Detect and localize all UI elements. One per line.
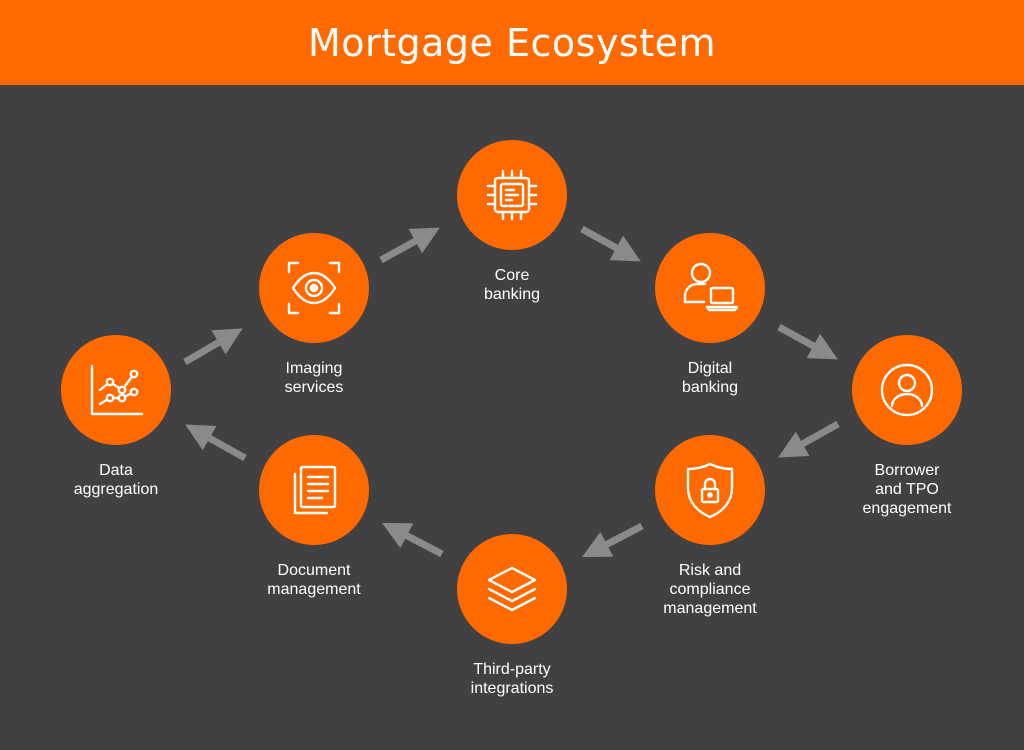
arrow-data-to-imaging xyxy=(183,328,243,366)
label-imaging-services: Imaging services xyxy=(284,360,344,396)
user-circle-icon xyxy=(880,363,934,417)
circle-third-party xyxy=(457,534,567,644)
line-chart-icon xyxy=(90,364,144,416)
label-data-aggregation: Data aggregation xyxy=(73,462,159,498)
user-laptop-icon xyxy=(683,262,739,312)
cpu-chip-icon xyxy=(486,169,538,221)
circle-risk-compliance xyxy=(655,435,765,545)
arrow-document-to-data xyxy=(185,424,247,462)
label-digital-banking: Digital banking xyxy=(681,360,739,396)
arrow-thirdparty-to-document xyxy=(382,522,444,558)
arrow-risk-to-thirdparty xyxy=(582,522,644,558)
circle-data-aggregation xyxy=(61,335,171,445)
arrow-borrower-to-risk xyxy=(778,420,840,458)
label-third-party: Third-party integrations xyxy=(470,661,554,697)
label-borrower-tpo: Borrower and TPO engagement xyxy=(862,462,952,517)
arrow-digital-to-borrower xyxy=(777,323,838,360)
label-core-banking: Core banking xyxy=(483,267,541,303)
arrow-imaging-to-core xyxy=(379,227,440,264)
circle-core-banking xyxy=(457,140,567,250)
eye-scan-icon xyxy=(287,261,341,315)
circle-borrower-tpo xyxy=(852,335,962,445)
label-document-mgmt: Document management xyxy=(267,562,361,598)
label-risk-compliance: Risk and compliance management xyxy=(663,562,757,617)
circle-imaging-services xyxy=(259,233,369,343)
header-banner: Mortgage Ecosystem xyxy=(0,0,1024,85)
documents-icon xyxy=(293,465,337,515)
shield-lock-icon xyxy=(686,462,734,519)
circle-document-mgmt xyxy=(259,435,369,545)
page-title: Mortgage Ecosystem xyxy=(307,20,717,65)
arrow-core-to-digital xyxy=(580,225,641,262)
circle-digital-banking xyxy=(655,233,765,343)
layers-icon xyxy=(487,566,537,612)
